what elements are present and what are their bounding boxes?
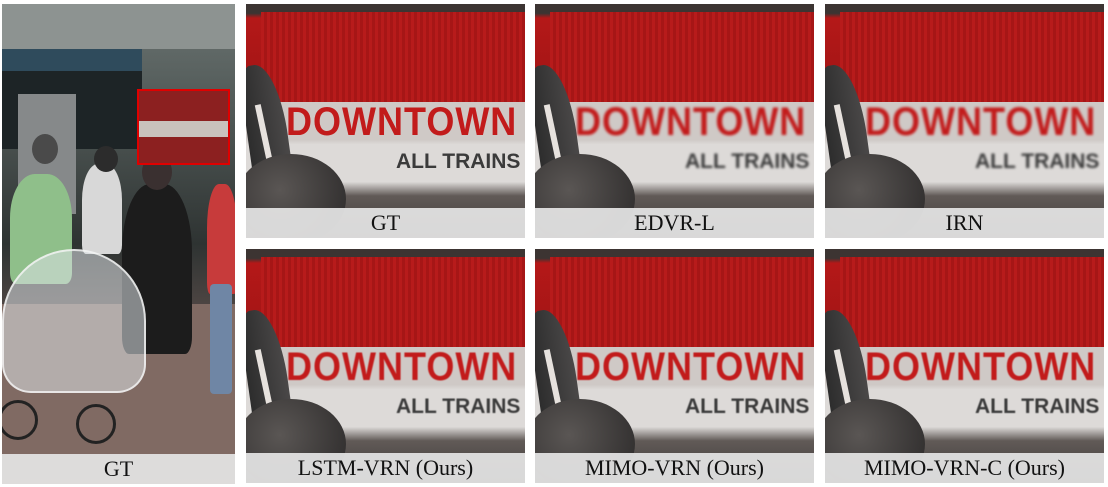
panel-caption: EDVR-L — [535, 208, 814, 238]
shop-sign-band — [139, 121, 228, 137]
panel-caption: GT — [246, 208, 525, 238]
sign-text: DOWNTOWN CRÖ — [575, 98, 814, 144]
shop-sign-miniature — [139, 91, 228, 163]
sign-led-band — [550, 257, 814, 347]
sign-subtext: ALL TRAINS — [396, 150, 521, 173]
scene-image-gt: GT — [2, 4, 235, 484]
zoom-highlight-box — [137, 89, 230, 165]
person-legs — [210, 284, 232, 394]
sign-subtext: ALL TRAINS — [975, 150, 1100, 173]
panel-caption: MIMO-VRN (Ours) — [535, 453, 814, 483]
crop-panel-edvr-l: DOWNTOWN CRÖ ALL TRAINS EDVR-L — [535, 4, 814, 238]
sign-led-band — [550, 12, 814, 102]
sign-subtext: ALL TRAINS — [685, 150, 810, 173]
sign-led-band — [261, 257, 525, 347]
panel-caption: IRN — [825, 208, 1104, 238]
sign-subtext: ALL TRAINS — [975, 395, 1100, 418]
sign-subtext: ALL TRAINS — [685, 395, 810, 418]
sign-text: DOWNTOWN CRÖ — [286, 98, 525, 144]
sign-led-band — [840, 257, 1104, 347]
person-red-jacket — [207, 184, 235, 294]
sign-led-band — [261, 12, 525, 102]
sign-text: DOWNTOWN CRÖ — [865, 98, 1104, 144]
crop-panel-gt: DOWNTOWN CRÖ ALL TRAINS GT — [246, 4, 525, 238]
sign-led-band — [840, 12, 1104, 102]
sign-text: DOWNTOWN CRÖ — [865, 343, 1104, 389]
sign-subtext: ALL TRAINS — [396, 395, 521, 418]
stroller-rain-cover — [2, 249, 146, 393]
panel-caption: MIMO-VRN-C (Ours) — [825, 453, 1104, 483]
stroller-wheel — [2, 400, 38, 440]
stroller-wheel — [76, 404, 116, 444]
crop-panel-mimo-vrn: DOWNTOWN CRÖ ALL TRAINS MIMO-VRN (Ours) — [535, 249, 814, 483]
sign-text: DOWNTOWN CRÖ — [575, 343, 814, 389]
panel-caption: LSTM-VRN (Ours) — [246, 453, 525, 483]
person-white-hoodie — [82, 164, 122, 254]
panel-caption: GT — [2, 454, 235, 484]
person-head — [32, 134, 58, 164]
crop-panel-mimo-vrn-c: DOWNTOWN CRÖ ALL TRAINS MIMO-VRN-C (Ours… — [825, 249, 1104, 483]
sign-text: DOWNTOWN CRÖ — [286, 343, 525, 389]
person-head — [94, 146, 118, 172]
store-sign — [2, 49, 142, 71]
building-facade — [2, 4, 235, 49]
crop-panel-lstm-vrn: DOWNTOWN CRÖ ALL TRAINS LSTM-VRN (Ours) — [246, 249, 525, 483]
storefront — [2, 49, 142, 214]
crop-panel-irn: DOWNTOWN CRÖ ALL TRAINS IRN — [825, 4, 1104, 238]
